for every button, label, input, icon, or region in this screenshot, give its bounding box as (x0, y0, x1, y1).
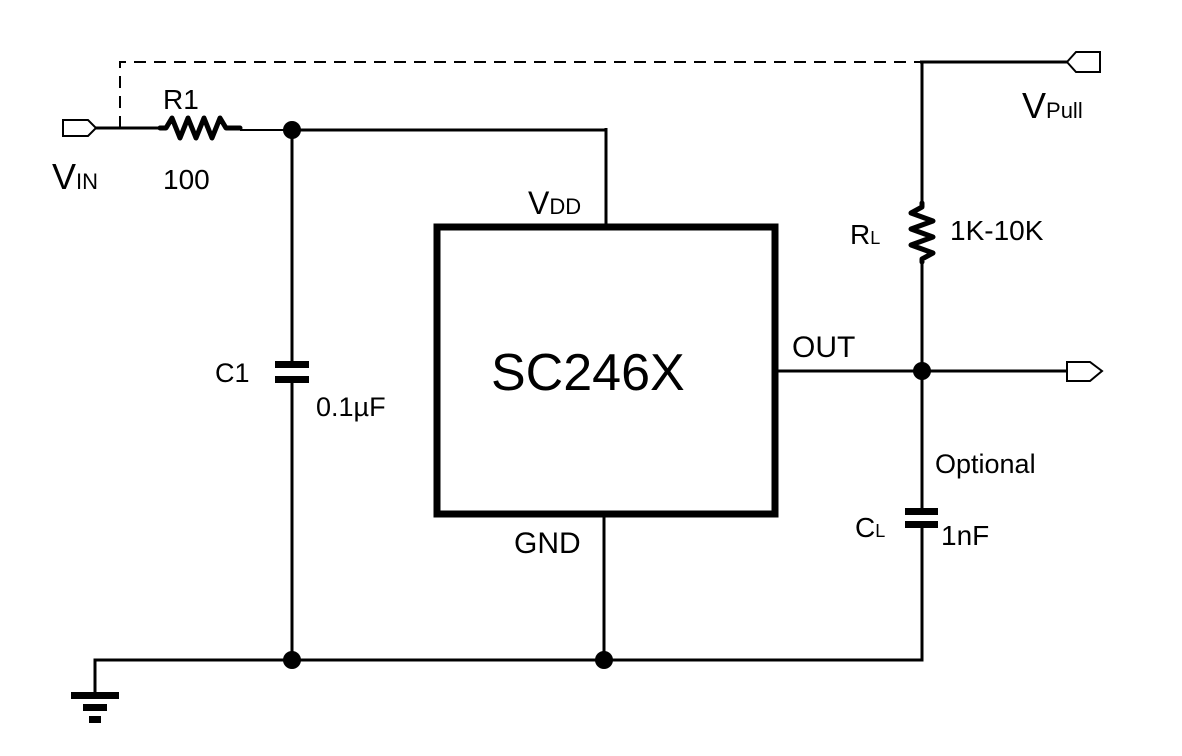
r1-resistor-icon (157, 115, 243, 141)
cl-plate-top (905, 508, 938, 515)
c1-value-label: 0.1µF (316, 392, 386, 422)
cl-plate-bottom (905, 521, 938, 528)
r1-ref-label: R1 (163, 84, 199, 115)
vpull-port-icon (1065, 51, 1101, 73)
vpull-dashed-link (119, 61, 920, 128)
vpull-label: VPull (1022, 85, 1083, 126)
rl-value-label: 1K-10K (950, 215, 1044, 246)
cl-note-label: Optional (935, 449, 1036, 479)
rl-resistor-icon (908, 200, 936, 265)
vin-label: VIN (52, 156, 98, 197)
out-port-icon (1066, 361, 1104, 382)
ground-bar-2 (83, 704, 107, 711)
c1-plate-top (275, 361, 309, 368)
ic-name: SC246X (491, 344, 685, 402)
out-pin-label: OUT (792, 331, 855, 364)
ground-bar-1 (71, 692, 119, 699)
ground-bar-3 (89, 716, 101, 723)
ground-bus (93, 528, 924, 695)
c1-ref-label: C1 (215, 358, 250, 388)
gnd-pin-label: GND (514, 527, 581, 560)
rl-ref-label: RL (850, 219, 880, 250)
junction-dot (595, 651, 613, 669)
cl-value-label: 1nF (941, 520, 989, 551)
cl-ref-label: CL (855, 512, 885, 543)
r1-value-label: 100 (163, 164, 210, 195)
vdd-pin-label: VDD (528, 185, 581, 221)
vin-port-icon (62, 119, 98, 137)
c1-plate-bottom (275, 376, 309, 383)
